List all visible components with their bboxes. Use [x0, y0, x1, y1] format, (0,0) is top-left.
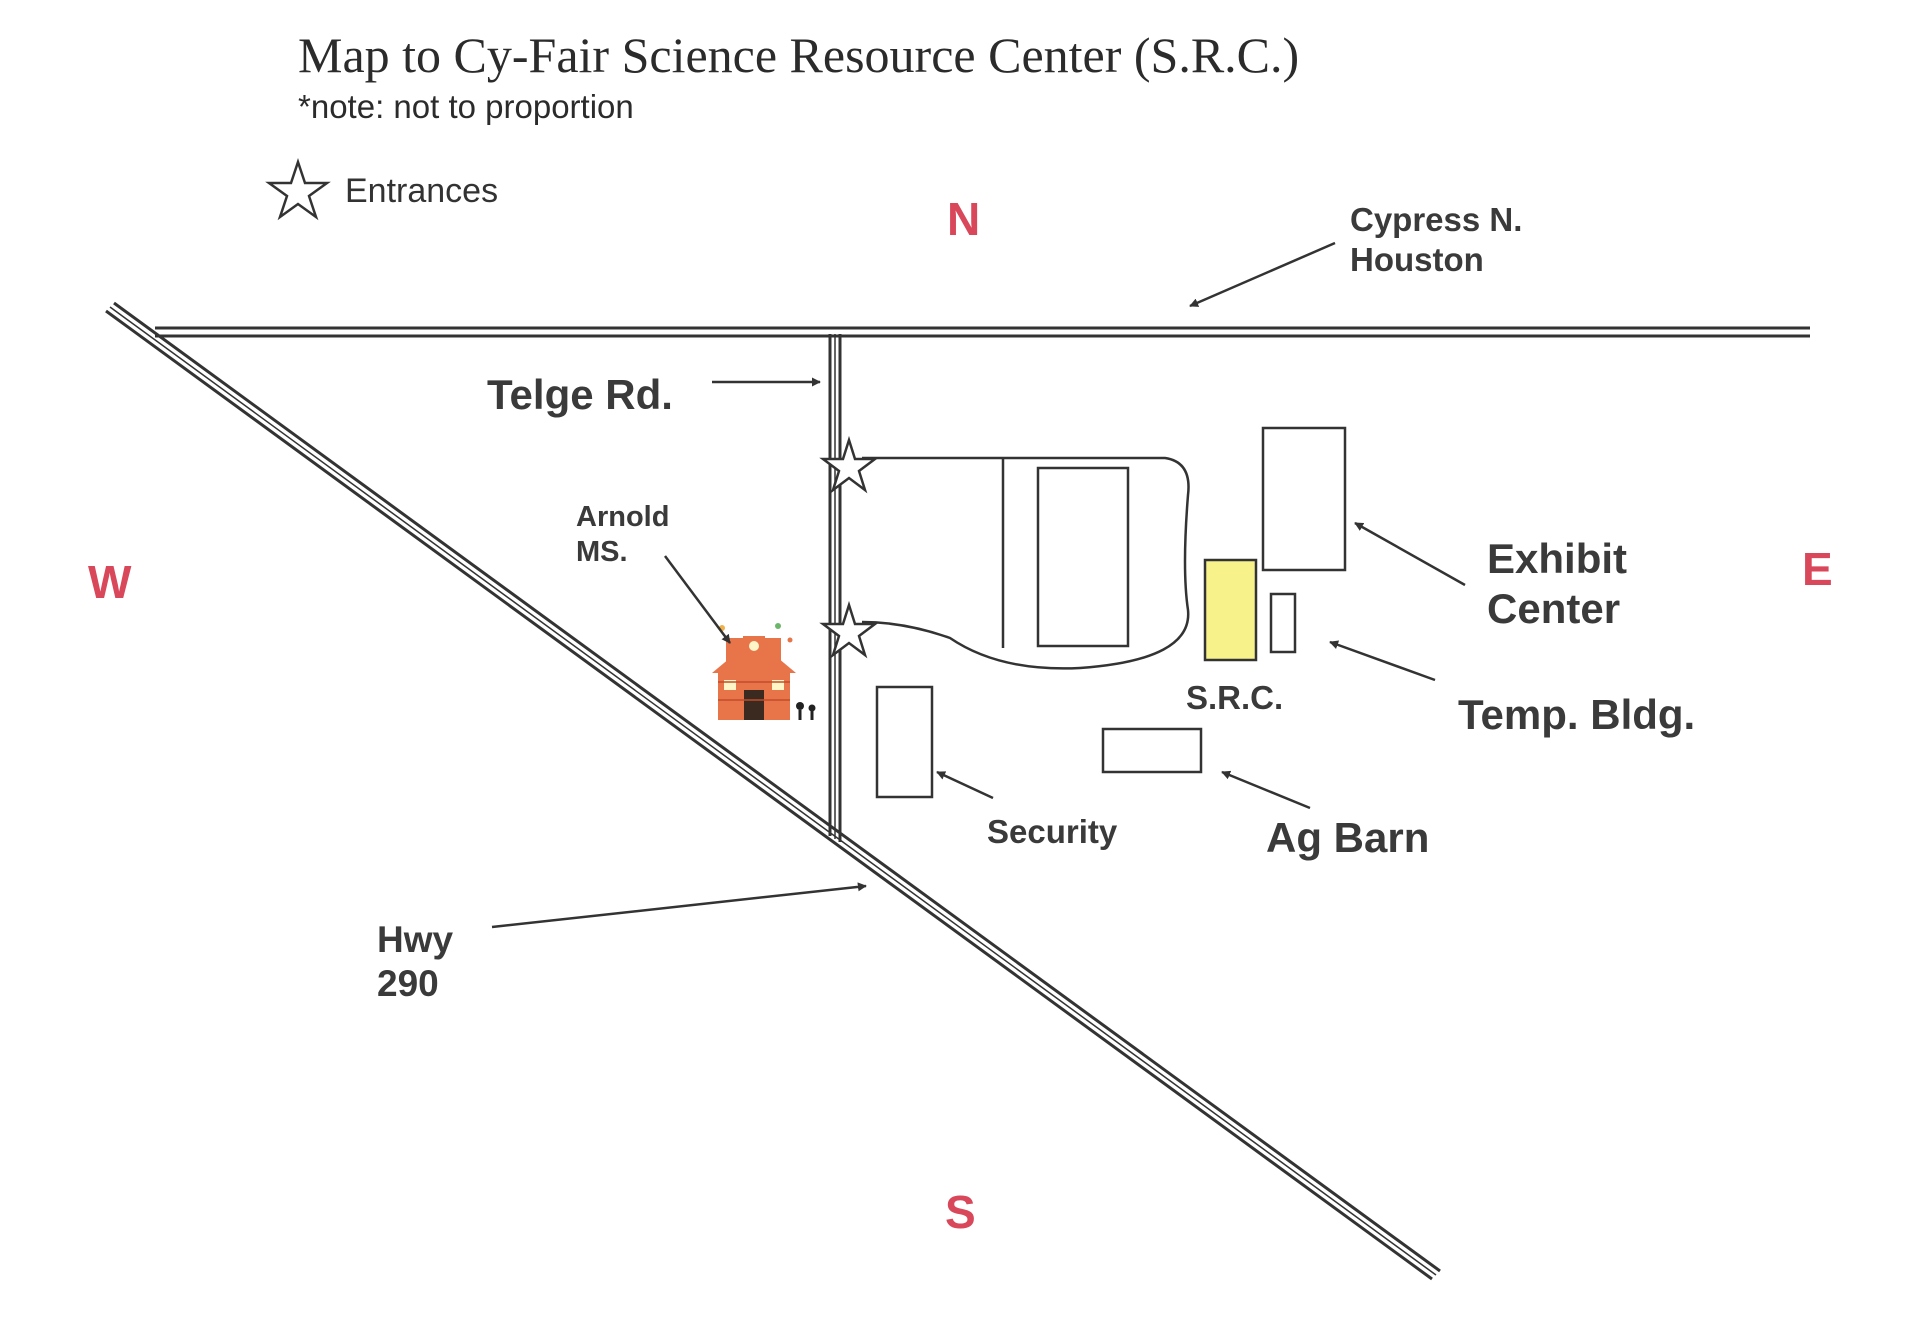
arnold-label-line2: MS. — [576, 535, 628, 568]
exhibit-label-line2: Center — [1487, 585, 1621, 633]
map-note: *note: not to proportion — [298, 88, 634, 125]
cypress-label: Cypress N. Houston — [1350, 200, 1522, 279]
temp-bldg-label: Temp. Bldg. — [1458, 691, 1696, 738]
arnold-label-line1: Arnold — [576, 501, 670, 533]
school-house-icon — [712, 623, 816, 720]
cypress-label-line2: Houston — [1350, 240, 1484, 278]
hwy-label-line1: Hwy — [377, 919, 454, 960]
legend-label: Entrances — [345, 172, 499, 210]
arnold-ms-label: Arnold MS. — [576, 500, 669, 570]
exhibit-arrow — [1354, 521, 1466, 587]
telge-road — [828, 334, 842, 842]
temp-building — [1269, 592, 1297, 654]
compass-west: W — [88, 556, 132, 608]
exhibit-label-line1: Exhibit — [1487, 535, 1628, 582]
ag-barn-arrow — [1221, 770, 1311, 810]
temp-arrow — [1329, 640, 1436, 682]
hwy-arrow — [491, 882, 867, 929]
security-arrow — [936, 770, 994, 800]
compass-north: N — [947, 193, 981, 245]
cypress-label-line1: Cypress N. — [1350, 201, 1523, 238]
entrance-south-star-icon — [819, 600, 879, 659]
arnold-arrow — [663, 555, 732, 644]
telge-label: Telge Rd. — [487, 371, 673, 418]
hwy-290-label: Hwy 290 — [377, 918, 453, 1007]
hwy-290-road — [105, 301, 1441, 1281]
legend-star-icon — [265, 158, 331, 221]
compass-south: S — [945, 1186, 976, 1238]
entrance-north-star-icon — [819, 435, 879, 494]
ag-barn-building — [1101, 727, 1203, 774]
security-label: Security — [987, 813, 1118, 850]
compass-east: E — [1802, 543, 1833, 595]
map-title: Map to Cy-Fair Science Resource Center (… — [298, 27, 1300, 83]
cypress-north-houston-road — [155, 326, 1810, 338]
hwy-label-line2: 290 — [377, 963, 439, 1005]
parking-lot-building — [1036, 466, 1130, 648]
src-building — [1203, 558, 1258, 662]
security-building — [875, 685, 934, 799]
exhibit-center-building — [1261, 426, 1347, 572]
src-label: S.R.C. — [1186, 679, 1284, 716]
cypress-arrow — [1189, 241, 1336, 308]
exhibit-center-label: Exhibit Center — [1487, 534, 1627, 635]
ag-barn-label: Ag Barn — [1266, 814, 1430, 861]
parking-loop — [861, 456, 1190, 670]
